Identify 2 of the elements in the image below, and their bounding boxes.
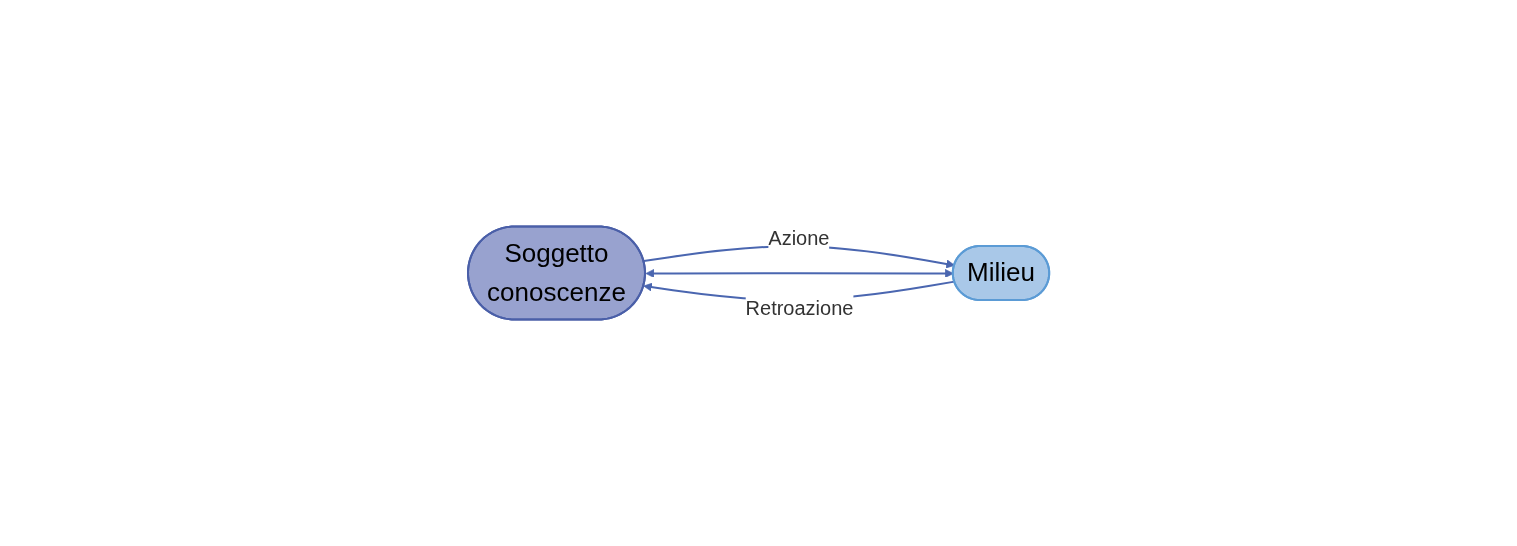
edge-label: Azione [768, 227, 830, 250]
edge-label: Retroazione [745, 296, 854, 319]
